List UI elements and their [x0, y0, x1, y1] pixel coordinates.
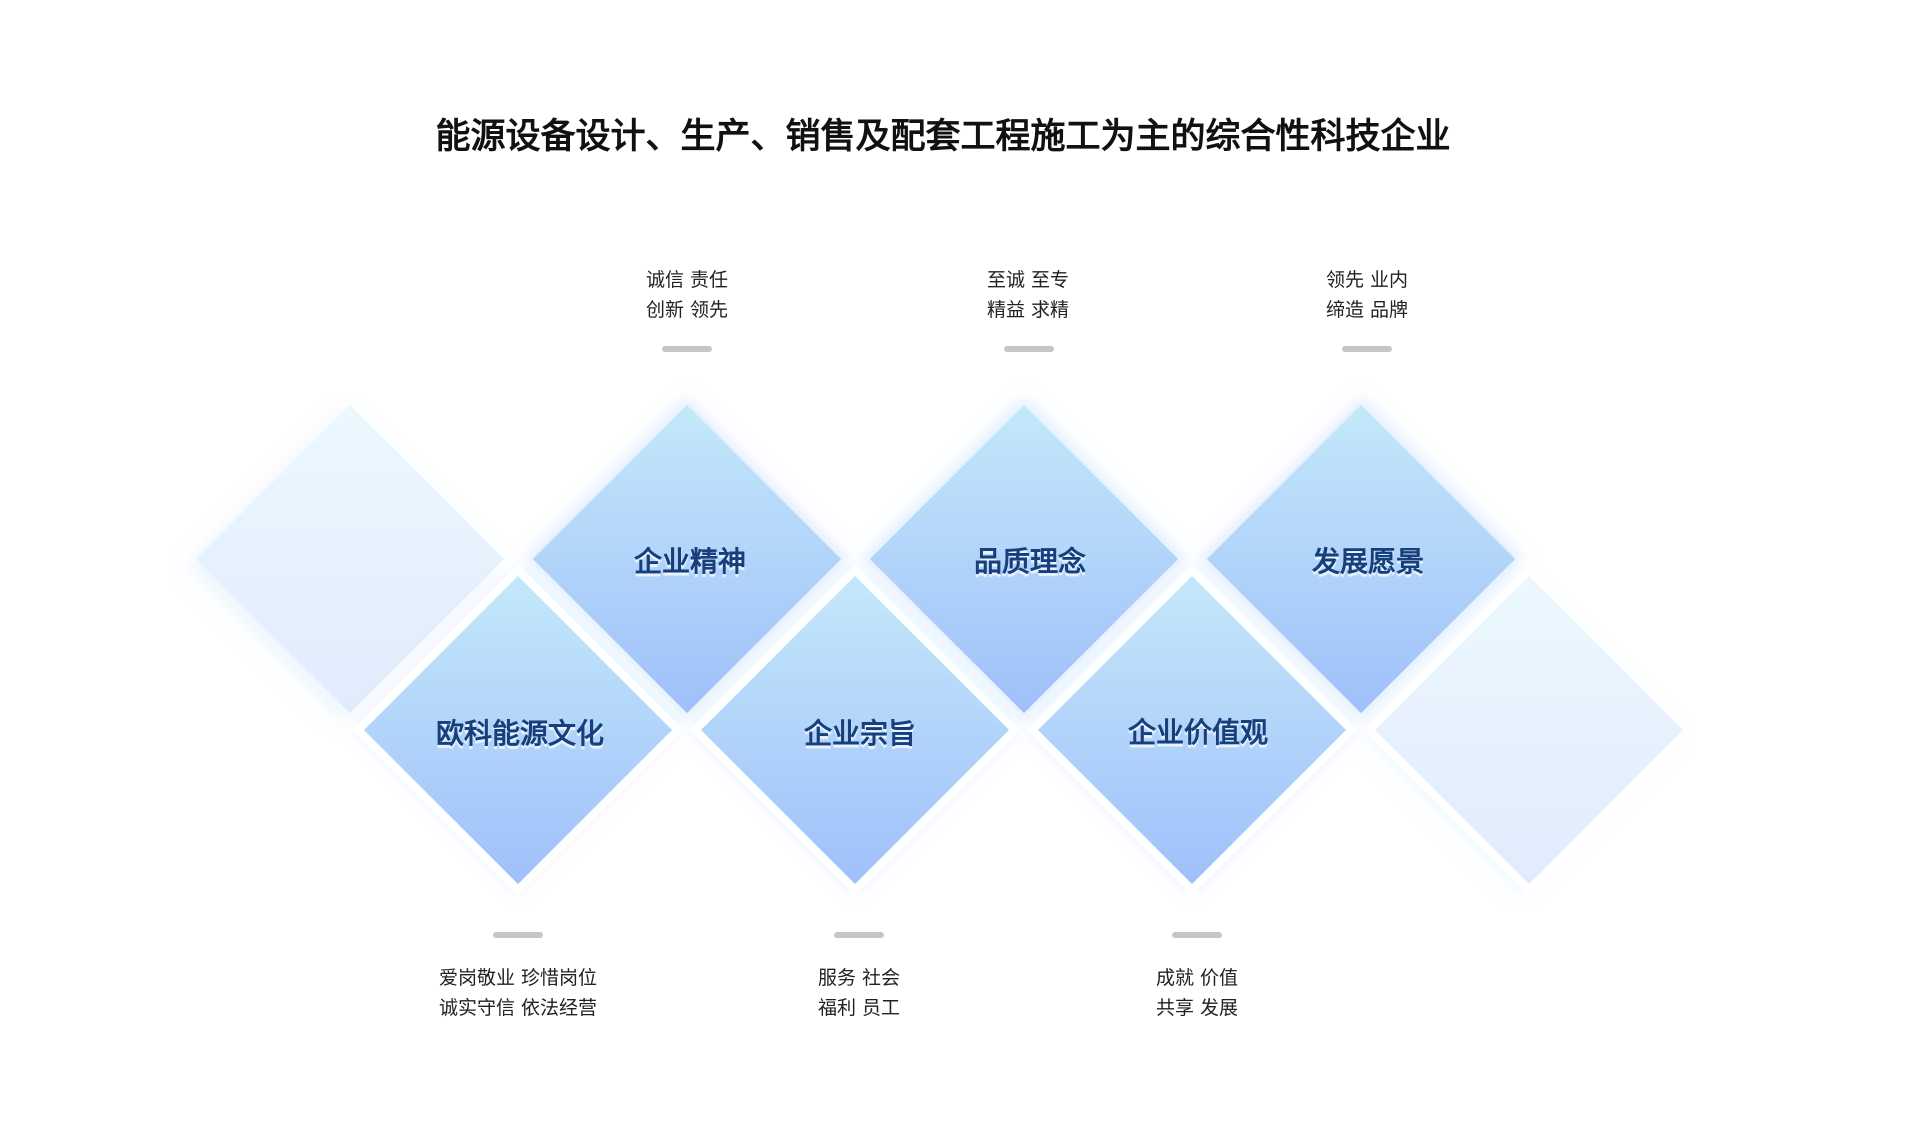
caption-corporate-purpose: 服务 社会 福利 员工: [739, 963, 979, 1023]
divider-bar: [834, 932, 884, 938]
divider-bar: [662, 346, 712, 352]
caption-line: 福利 员工: [817, 997, 901, 1019]
caption-line: 爱岗敬业 珍惜岗位: [438, 967, 598, 989]
caption-line: 共享 发展: [1155, 997, 1239, 1019]
label-corporate-values: 企业价值观: [1127, 716, 1268, 749]
caption-line: 缔造 品牌: [1325, 299, 1409, 321]
page-title: 能源设备设计、生产、销售及配套工程施工为主的综合性科技企业: [435, 117, 1451, 157]
caption-line: 诚实守信 依法经营: [438, 997, 598, 1019]
divider-bar: [1172, 932, 1222, 938]
caption-quality-philosophy: 至诚 至专 精益 求精: [908, 265, 1148, 325]
caption-line: 领先 业内: [1325, 269, 1409, 291]
label-development-vision: 发展愿景: [1311, 545, 1424, 578]
divider-bar: [1004, 346, 1054, 352]
caption-company-culture: 爱岗敬业 珍惜岗位 诚实守信 依法经营: [398, 963, 638, 1023]
caption-line: 至诚 至专: [986, 269, 1070, 291]
label-company-culture: 欧科能源文化: [435, 717, 604, 750]
caption-line: 精益 求精: [986, 299, 1070, 321]
caption-corporate-values: 成就 价值 共享 发展: [1077, 963, 1317, 1023]
label-quality-philosophy: 品质理念: [973, 545, 1086, 578]
label-corporate-spirit: 企业精神: [633, 545, 746, 578]
caption-corporate-spirit: 诚信 责任 创新 领先: [567, 265, 807, 325]
caption-line: 创新 领先: [645, 299, 729, 321]
caption-line: 成就 价值: [1155, 967, 1239, 989]
divider-bar: [493, 932, 543, 938]
label-corporate-purpose: 企业宗旨: [803, 717, 916, 750]
caption-development-vision: 领先 业内 缔造 品牌: [1247, 265, 1487, 325]
caption-line: 诚信 责任: [645, 269, 729, 291]
caption-line: 服务 社会: [817, 967, 901, 989]
divider-bar: [1342, 346, 1392, 352]
